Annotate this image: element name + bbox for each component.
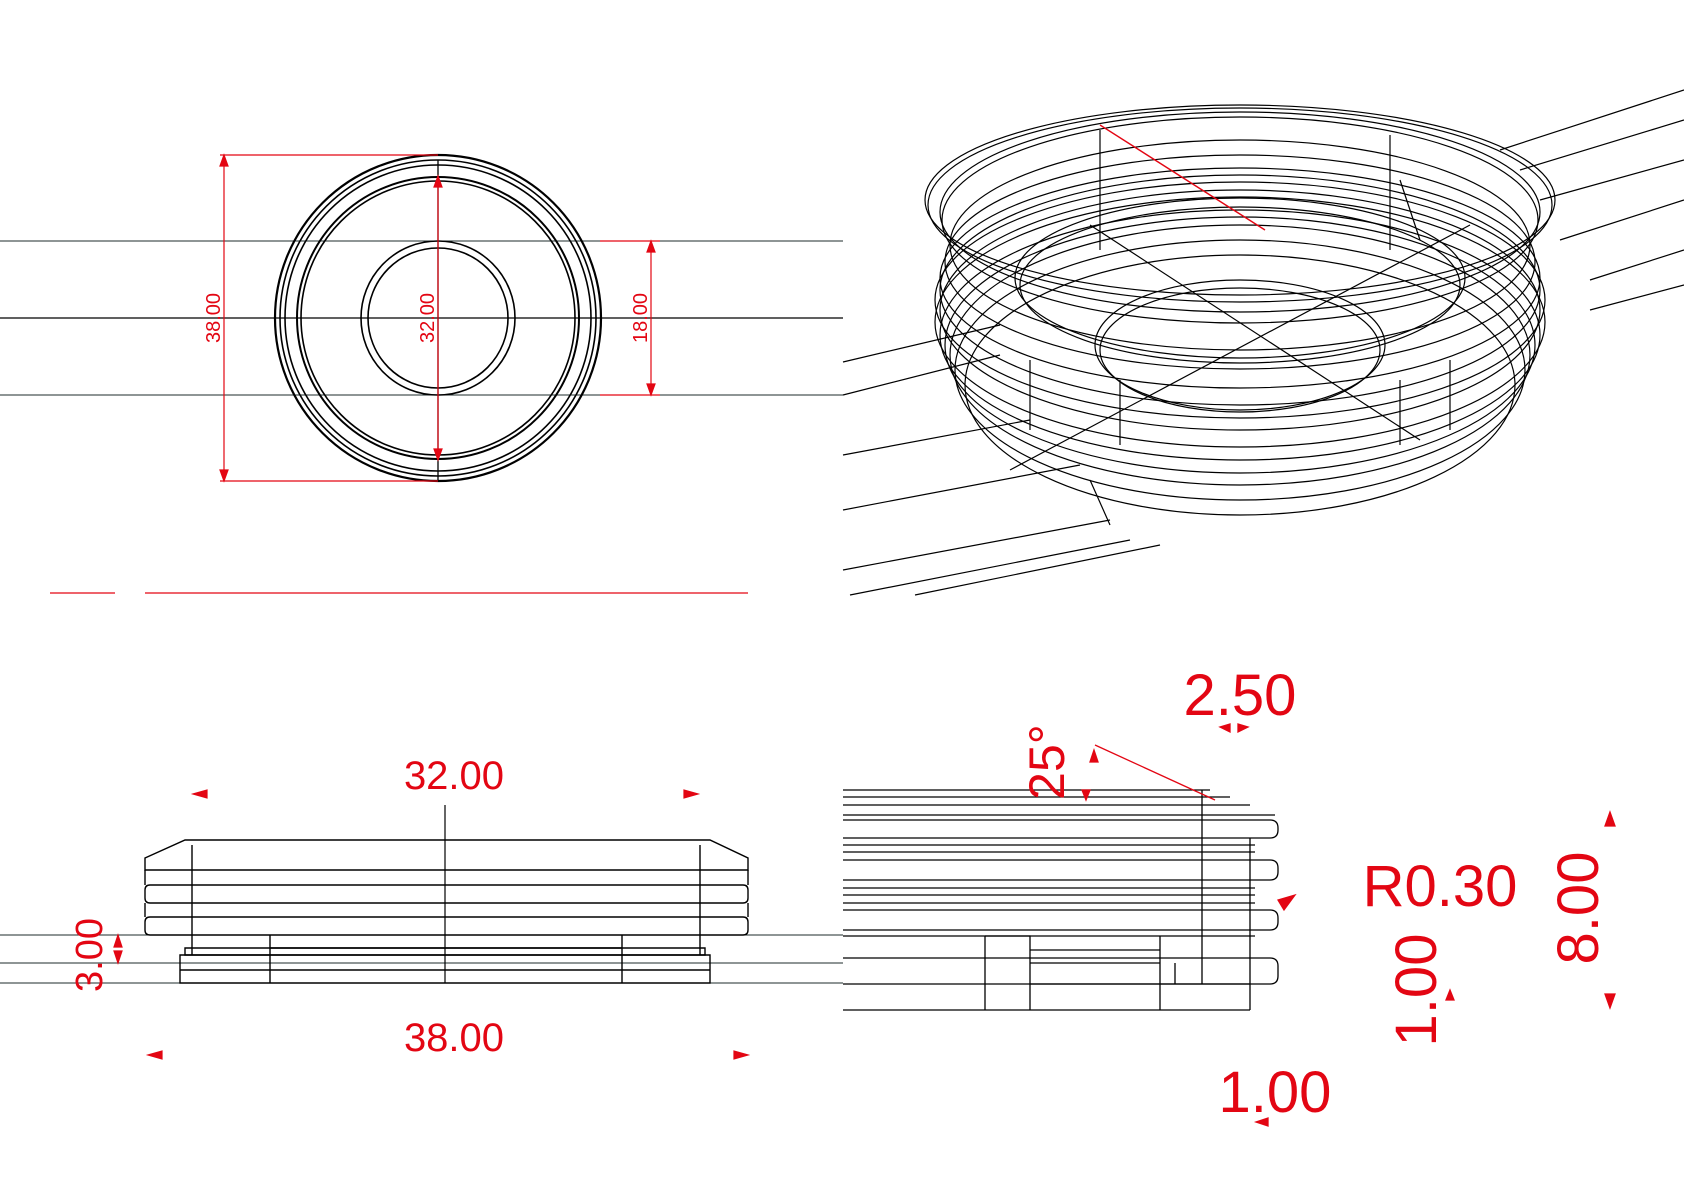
bottom-width-label: 38.00 bbox=[404, 1016, 504, 1060]
detail-rib-3 bbox=[843, 909, 1279, 931]
arrow-icon bbox=[1237, 723, 1250, 734]
detail-top-rib bbox=[843, 819, 1279, 839]
arrow-icon bbox=[646, 239, 656, 253]
detail-rib-2 bbox=[843, 859, 1279, 881]
arrow-icon bbox=[683, 789, 701, 799]
detail-labels: 25° 2.50 R0.30 8.00 1.00 1.00 bbox=[1019, 663, 1611, 1125]
hole-diameter-label: 18.00 bbox=[630, 293, 652, 343]
cap-top-rib bbox=[144, 839, 749, 871]
arrow-icon bbox=[1445, 988, 1455, 1001]
cap-rib-2 bbox=[144, 884, 749, 904]
arrow-icon bbox=[733, 1050, 751, 1060]
top-width-label: 32.00 bbox=[404, 754, 504, 798]
cap-rib-3 bbox=[144, 916, 749, 936]
isometric-view bbox=[842, 89, 1684, 596]
side-view-labels: 32.00 38.00 3.00 bbox=[69, 754, 504, 1060]
arrow-icon bbox=[646, 383, 656, 397]
arrow-icon bbox=[145, 1050, 163, 1060]
iso-cross-lines bbox=[1009, 130, 1471, 526]
iso-axis-lines bbox=[842, 89, 1684, 596]
iso-dimension-leader bbox=[1099, 124, 1266, 231]
detail-view bbox=[843, 789, 1279, 1011]
rib-pitch-label: 1.00 bbox=[1384, 934, 1449, 1047]
radius-label: R0.30 bbox=[1363, 854, 1518, 919]
arrow-icon bbox=[219, 469, 229, 483]
arrow-icon bbox=[219, 153, 229, 167]
arrow-icon bbox=[1218, 723, 1231, 734]
arrow-icon bbox=[190, 789, 208, 799]
step-width-label: 1.00 bbox=[1219, 1060, 1332, 1125]
arrow-icon bbox=[113, 933, 123, 948]
outer-diameter-label: 38.00 bbox=[203, 293, 225, 343]
angle-label: 25° bbox=[1019, 724, 1075, 800]
inner-diameter-label: 32.00 bbox=[417, 293, 439, 343]
arrow-icon bbox=[1277, 893, 1297, 912]
iso-rings bbox=[924, 104, 1556, 516]
chamfer-line bbox=[1094, 744, 1216, 801]
arrow-icon bbox=[1604, 810, 1616, 827]
stem-height-label: 3.00 bbox=[69, 918, 111, 992]
detail-step bbox=[984, 935, 1176, 1010]
detail-rib-4 bbox=[843, 957, 1279, 985]
side-view bbox=[0, 805, 843, 984]
height-label: 8.00 bbox=[1546, 852, 1611, 965]
top-view-labels: 38.00 32.00 18.00 bbox=[203, 293, 652, 343]
chamfer-label: 2.50 bbox=[1184, 663, 1297, 728]
arrow-icon bbox=[1604, 993, 1616, 1010]
arrow-icon bbox=[1253, 1117, 1269, 1127]
arrow-icon bbox=[1081, 789, 1091, 802]
arrow-icon bbox=[433, 174, 443, 188]
arrow-icon bbox=[1089, 747, 1099, 763]
detail-dimensions bbox=[1081, 723, 1616, 1127]
arrow-icon bbox=[433, 448, 443, 462]
top-view-dimensions bbox=[50, 153, 748, 594]
arrow-icon bbox=[113, 950, 123, 965]
side-view-dimensions bbox=[113, 789, 751, 1060]
